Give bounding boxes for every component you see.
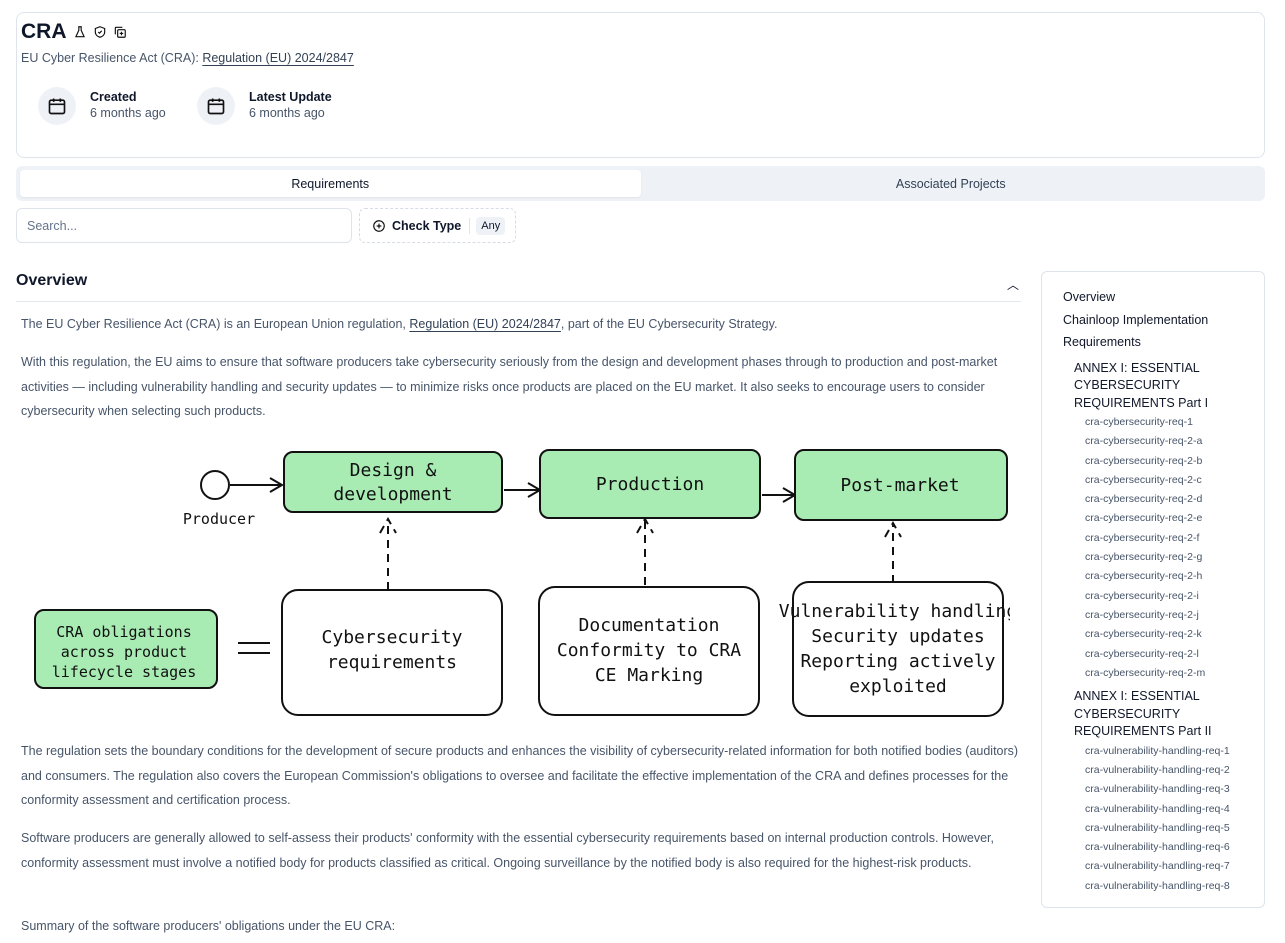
svg-text:Vulnerability handling: Vulnerability handling bbox=[779, 601, 1010, 622]
svg-text:exploited: exploited bbox=[849, 676, 947, 697]
toc-requirement-item[interactable]: cra-vulnerability-handling-req-6 bbox=[1085, 841, 1230, 854]
toc-requirement-item[interactable]: cra-cybersecurity-req-2-l bbox=[1085, 647, 1199, 660]
toc-requirement-item[interactable]: cra-cybersecurity-req-2-m bbox=[1085, 666, 1206, 679]
toc-requirement-item[interactable]: cra-cybersecurity-req-2-k bbox=[1085, 628, 1202, 641]
toc-requirement-item[interactable]: cra-vulnerability-handling-req-5 bbox=[1085, 821, 1230, 834]
header-card bbox=[16, 12, 1265, 158]
cra-lifecycle-diagram: Producer Design & development Production… bbox=[34, 449, 1010, 717]
toc-requirement-item[interactable]: cra-cybersecurity-req-2-j bbox=[1085, 608, 1199, 621]
toc-requirement-item[interactable]: cra-cybersecurity-req-2-b bbox=[1085, 454, 1203, 467]
svg-text:Conformity to CRA: Conformity to CRA bbox=[557, 640, 741, 661]
svg-text:across product: across product bbox=[61, 643, 187, 661]
toc-requirement-item[interactable]: cra-cybersecurity-req-2-e bbox=[1085, 512, 1203, 525]
regulation-link[interactable]: Regulation (EU) 2024/2847 bbox=[409, 317, 561, 331]
svg-text:CRA obligations: CRA obligations bbox=[56, 623, 191, 641]
divider bbox=[469, 217, 471, 234]
chevron-up-icon[interactable]: ︿ bbox=[1006, 278, 1019, 292]
regulation-link[interactable]: Regulation (EU) 2024/2847 bbox=[202, 51, 354, 65]
toc-requirement-item[interactable]: cra-vulnerability-handling-req-8 bbox=[1085, 879, 1230, 892]
svg-text:Post-market: Post-market bbox=[840, 475, 959, 496]
shield-check-icon bbox=[94, 26, 105, 38]
producer-label: Producer bbox=[183, 510, 255, 528]
arrow bbox=[504, 482, 542, 498]
stage-design bbox=[283, 451, 503, 513]
calendar-icon bbox=[38, 87, 76, 125]
subtitle: EU Cyber Resilience Act (CRA): Regulatio… bbox=[21, 51, 354, 65]
svg-text:Design &: Design & bbox=[350, 460, 437, 481]
check-type-badge: Any bbox=[476, 216, 506, 235]
plus-circle-icon bbox=[373, 219, 385, 232]
producer-start-node bbox=[200, 470, 230, 500]
obligation-cybersecurity bbox=[281, 589, 503, 716]
toc-requirement-item[interactable]: cra-cybersecurity-req-1 bbox=[1085, 416, 1193, 428]
tab-requirements[interactable]: Requirements bbox=[20, 170, 641, 197]
tab-associated-projects[interactable]: Associated Projects bbox=[895, 176, 1006, 191]
equals-sign bbox=[238, 642, 270, 654]
arrow bbox=[230, 477, 284, 493]
check-type-filter[interactable]: Check Type Any bbox=[359, 208, 516, 243]
legend-box bbox=[34, 609, 218, 689]
calendar-icon bbox=[197, 87, 235, 125]
toc-requirement-item[interactable]: cra-cybersecurity-req-2-g bbox=[1085, 551, 1203, 564]
overview-heading[interactable]: Overview︿ bbox=[16, 272, 1021, 302]
svg-text:Cybersecurity: Cybersecurity bbox=[322, 627, 463, 648]
toc-requirement-item[interactable]: cra-cybersecurity-req-2-h bbox=[1085, 570, 1203, 583]
tabs: Requirements Associated Projects bbox=[16, 166, 1265, 201]
paragraph: With this regulation, the EU aims to ens… bbox=[21, 355, 998, 418]
toc-requirement-item[interactable]: cra-cybersecurity-req-2-d bbox=[1085, 493, 1203, 506]
stage-production bbox=[539, 449, 761, 519]
page-title: CRA bbox=[21, 20, 127, 44]
svg-text:lifecycle stages: lifecycle stages bbox=[52, 663, 197, 681]
flask-icon bbox=[74, 26, 85, 38]
toc-requirement-item[interactable]: cra-cybersecurity-req-2-i bbox=[1085, 589, 1199, 602]
toc-overview[interactable]: Overview bbox=[1063, 290, 1116, 304]
toc-chainloop-implementation[interactable]: Chainloop Implementation bbox=[1063, 312, 1209, 327]
toc-requirement-item[interactable]: cra-cybersecurity-req-2-c bbox=[1085, 473, 1202, 486]
copy-plus-icon[interactable] bbox=[113, 25, 127, 39]
obligation-documentation bbox=[538, 586, 760, 716]
svg-text:Production: Production bbox=[596, 474, 704, 495]
paragraph: The EU Cyber Resilience Act (CRA) is an … bbox=[21, 317, 778, 331]
toc-requirement-item[interactable]: cra-vulnerability-handling-req-1 bbox=[1085, 744, 1230, 757]
toc-requirement-item[interactable]: cra-cybersecurity-req-2-f bbox=[1085, 531, 1200, 544]
paragraph: Summary of the software producers' oblig… bbox=[21, 919, 396, 933]
toc-requirement-item[interactable]: cra-vulnerability-handling-req-7 bbox=[1085, 860, 1230, 873]
svg-text:CE Marking: CE Marking bbox=[595, 665, 703, 686]
search-input[interactable] bbox=[16, 208, 352, 243]
paragraph: The regulation sets the boundary conditi… bbox=[21, 744, 1019, 807]
toc-requirement-item[interactable]: cra-vulnerability-handling-req-4 bbox=[1085, 802, 1230, 815]
toc-requirement-item[interactable]: cra-vulnerability-handling-req-3 bbox=[1085, 783, 1230, 796]
paragraph: Software producers are generally allowed… bbox=[21, 831, 994, 870]
table-of-contents: Overview Chainloop Implementation Requir… bbox=[1041, 271, 1265, 908]
svg-text:Reporting actively: Reporting actively bbox=[800, 651, 995, 672]
svg-text:Security updates: Security updates bbox=[811, 626, 984, 647]
svg-text:requirements: requirements bbox=[327, 652, 457, 673]
arrow bbox=[762, 487, 797, 503]
toc-requirement-item[interactable]: cra-vulnerability-handling-req-2 bbox=[1085, 763, 1230, 776]
dashed-arrows bbox=[379, 516, 902, 590]
toc-annex-part-1[interactable]: ANNEX I: ESSENTIAL CYBERSECURITY REQUIRE… bbox=[1074, 360, 1209, 410]
toc-requirement-item[interactable]: cra-cybersecurity-req-2-a bbox=[1085, 435, 1203, 448]
obligation-vulnerability bbox=[792, 581, 1004, 717]
toc-requirements[interactable]: Requirements bbox=[1063, 335, 1141, 349]
stage-post-market bbox=[794, 449, 1008, 521]
toc-annex-part-2[interactable]: ANNEX I: ESSENTIAL CYBERSECURITY REQUIRE… bbox=[1074, 689, 1212, 739]
svg-text:Documentation: Documentation bbox=[579, 615, 720, 636]
svg-text:development: development bbox=[333, 484, 452, 505]
